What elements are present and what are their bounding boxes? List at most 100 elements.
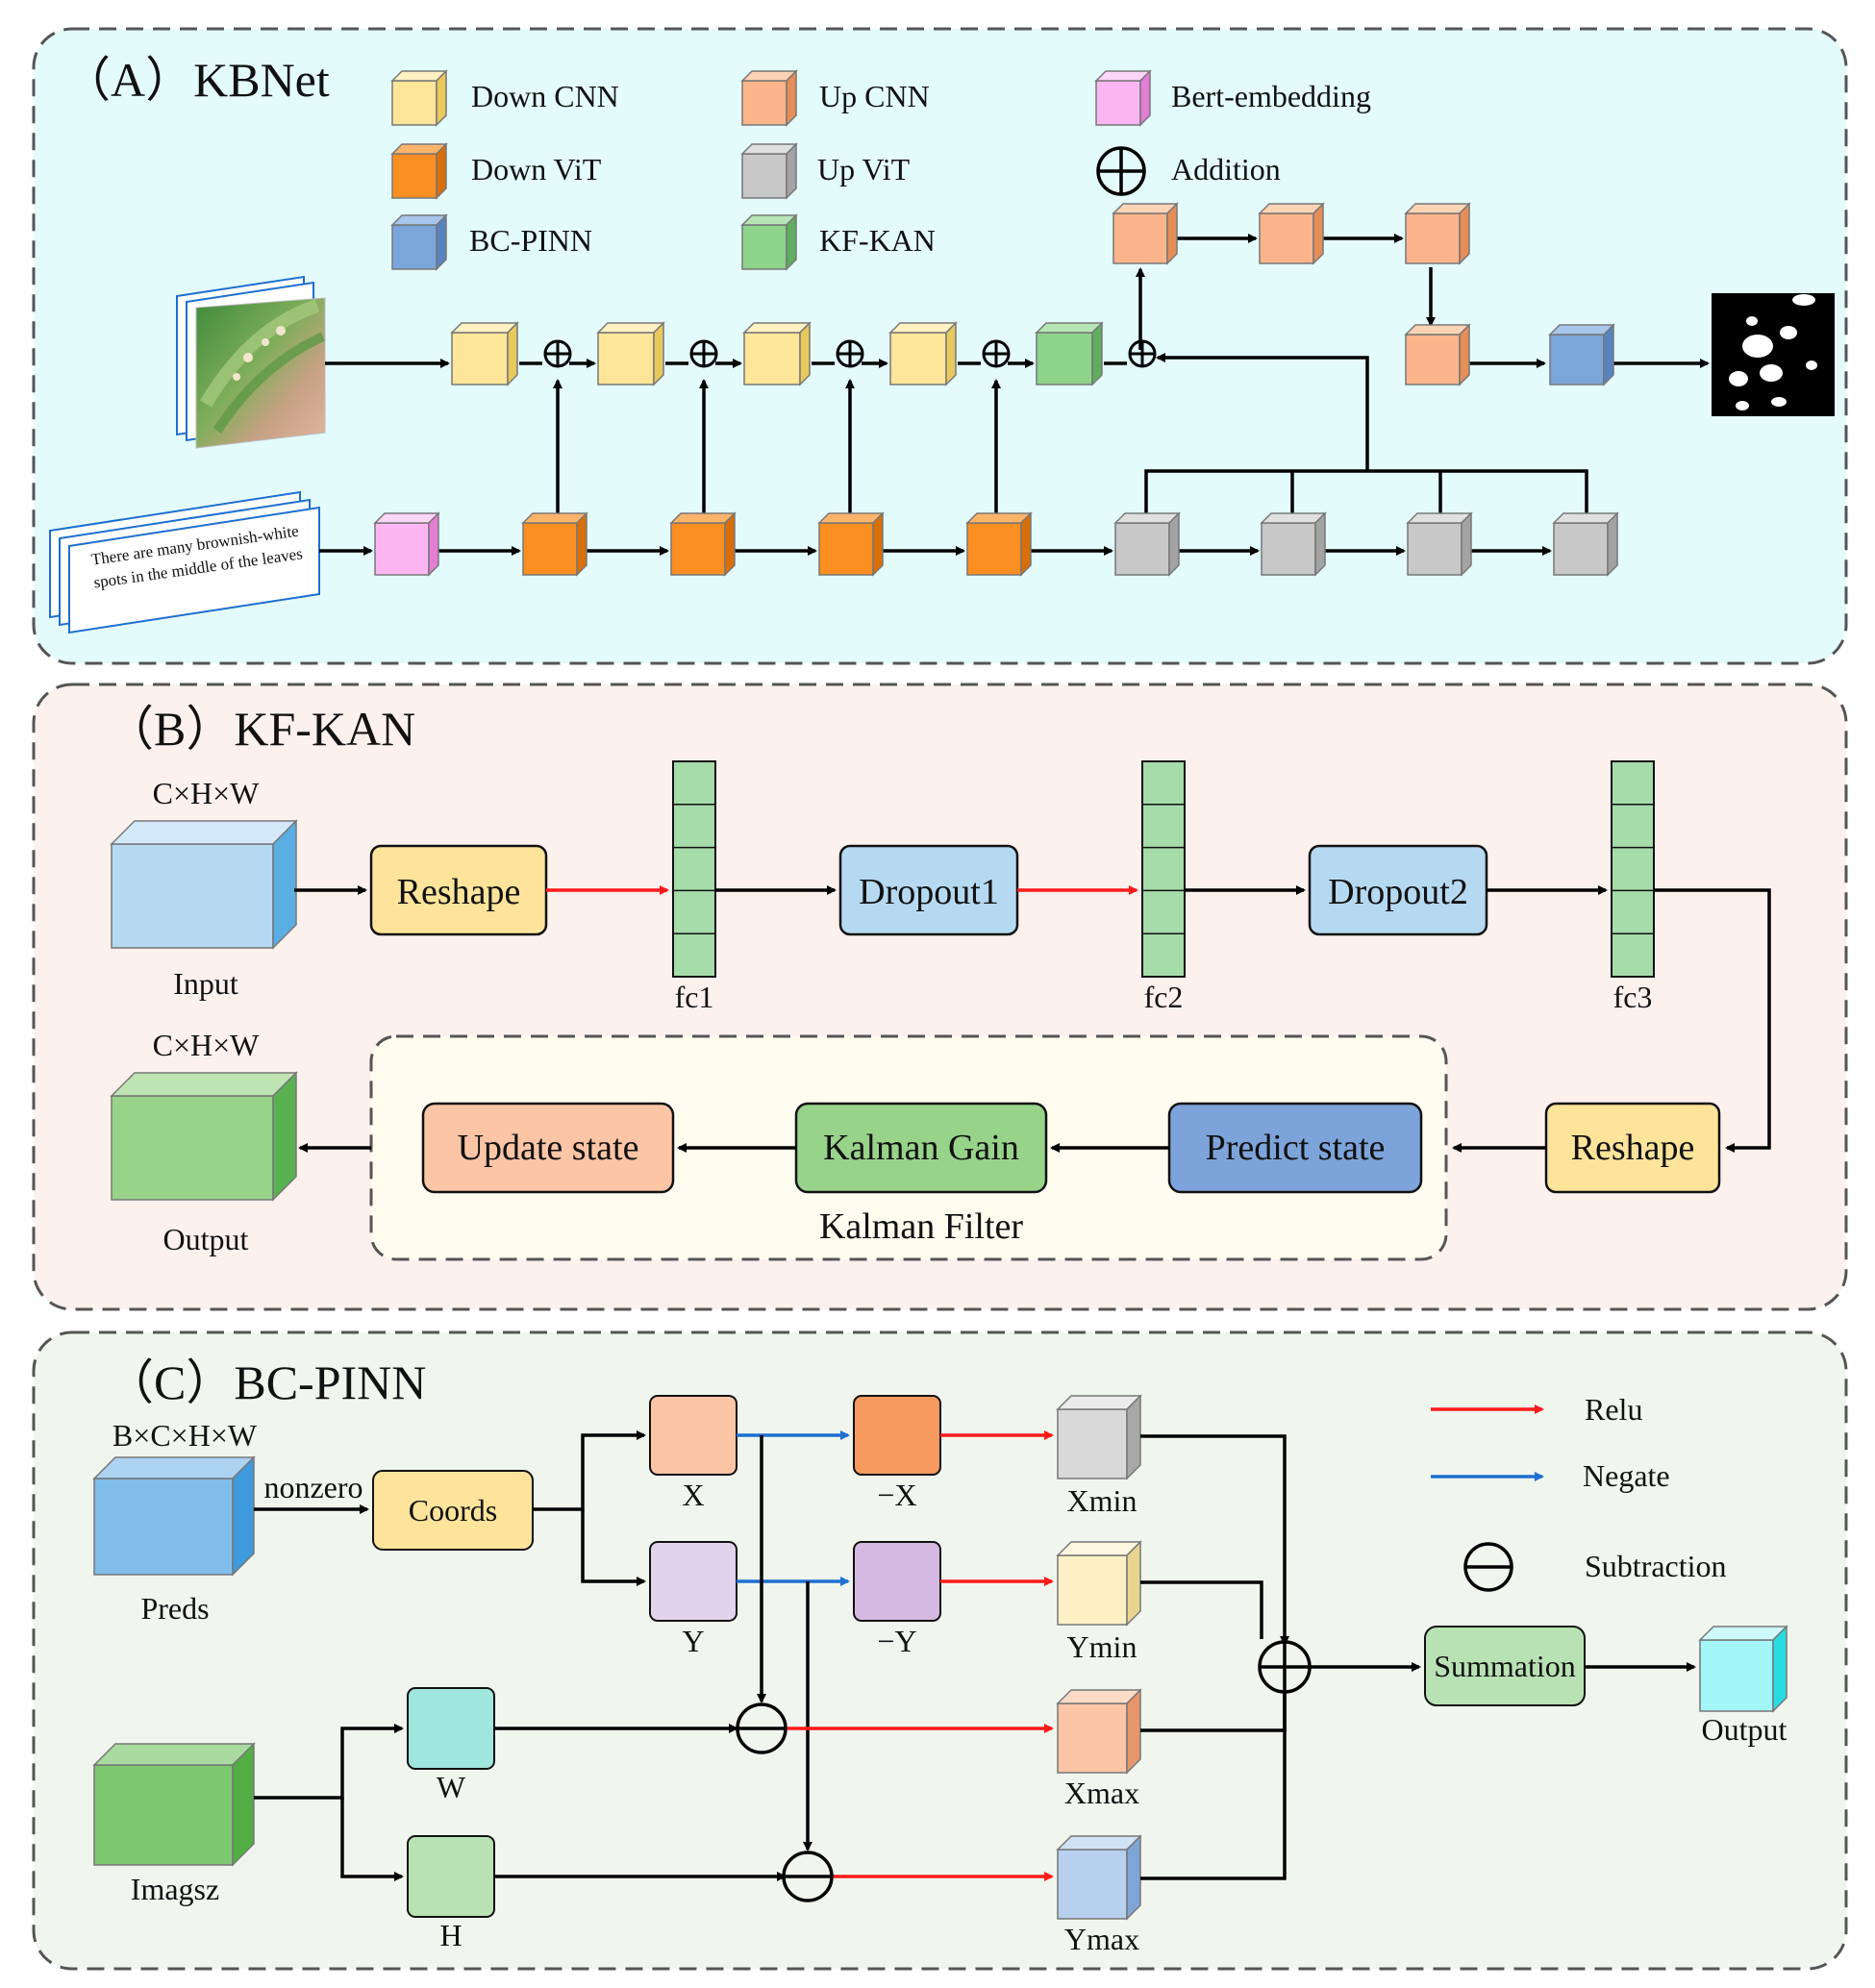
panel-b-title: （B）KF-KAN [106,702,415,756]
dropout1-box: Dropout1 [838,844,1019,936]
legend-relu: Relu [1431,1392,1642,1427]
legend-down-vit-swatch [390,142,448,200]
addition-node-2 [689,339,718,368]
legend-subtraction-symbol [1463,1542,1513,1592]
addition-node-3 [836,339,864,368]
output-label: Output [163,1222,249,1256]
output-dimension-label: C×H×W [153,1028,261,1062]
xmax-cube [1056,1688,1142,1775]
update-state-box-label: Update state [458,1128,639,1168]
x-label: X [682,1478,704,1512]
legend-subtraction: Subtraction [1463,1542,1727,1592]
legend-subtraction-label: Subtraction [1585,1549,1727,1583]
dropout1-box-label: Dropout1 [859,872,999,912]
legend-down-vit-label: Down ViT [471,152,602,186]
addition-node-5 [1128,339,1157,368]
panel-a-legend: Down CNN Up CNN Bert-embedding [390,69,1371,271]
up-vit-block-4 [1552,511,1619,577]
down-vit-block-4 [965,511,1033,577]
output-cube [110,1071,298,1202]
up-vit-block-3 [1406,511,1473,577]
output-cube-c [1698,1625,1788,1713]
w-label: W [437,1770,466,1804]
output-label-c: Output [1702,1712,1788,1747]
legend-bert-embedding-swatch [1094,69,1152,127]
legend-down-cnn-swatch [390,69,448,127]
legend-up-vit: Up ViT [740,142,911,200]
neg-y-label: −Y [877,1624,916,1658]
legend-up-vit-label: Up ViT [817,152,911,186]
panel-c-bc-pinn: （C）BC-PINN Relu Negate Subtraction B×C×H… [32,1330,1848,1971]
addition-node-c [1258,1640,1312,1694]
down-vit-block-3 [817,511,885,577]
subtraction-node-y [782,1851,834,1902]
addition-node-1 [543,339,572,368]
ymax-label: Ymax [1064,1922,1139,1956]
coords-box-label: Coords [409,1493,497,1528]
fc1-label: fc1 [675,980,714,1014]
legend-relu-label: Relu [1585,1392,1642,1427]
preds-cube [92,1455,256,1577]
w-box [407,1687,495,1770]
bert-embedding-block [373,511,440,577]
output-segmentation-mask [1712,293,1835,416]
up-cnn-block-4 [1404,323,1471,386]
legend-addition: Addition [1096,146,1281,196]
legend-bert-embedding-label: Bert-embedding [1171,79,1371,113]
panel-a-addition-nodes [543,339,1157,368]
up-vit-block-2 [1260,511,1327,577]
preds-dimension-label: B×C×H×W [112,1418,258,1453]
imagsz-cube [92,1742,256,1867]
input-cube [110,819,298,950]
preds-label: Preds [140,1591,209,1626]
legend-up-cnn: Up CNN [740,69,930,127]
predict-state-box-label: Predict state [1206,1128,1386,1168]
panel-a-cubes [373,202,1619,577]
legend-down-cnn: Down CNN [390,69,619,127]
imagsz-label: Imagsz [131,1872,219,1906]
subtraction-node-x [736,1702,788,1754]
neg-x-label: −X [877,1478,916,1512]
panel-c-connections [254,1430,1696,1881]
dropout2-box: Dropout2 [1308,844,1488,936]
up-cnn-block-1 [1112,202,1179,265]
legend-addition-label: Addition [1171,152,1281,186]
summation-box-label: Summation [1434,1649,1576,1683]
input-text-description: There are many brownish-white spots in t… [49,490,320,634]
legend-kf-kan-label: KF-KAN [819,223,936,258]
xmin-cube [1056,1394,1142,1480]
down-cnn-block-4 [888,321,958,386]
down-cnn-block-3 [742,321,812,386]
ymin-label: Ymin [1067,1629,1138,1664]
input-leaf-image [176,275,326,449]
ymin-cube [1056,1540,1142,1627]
kalman-filter-label: Kalman Filter [819,1206,1023,1247]
x-box [649,1395,738,1476]
fc1-layer [672,760,716,978]
legend-negate: Negate [1431,1458,1670,1493]
predict-state-box: Predict state [1167,1102,1423,1194]
legend-negate-label: Negate [1583,1458,1670,1493]
panel-a-title: （A）KBNet [62,53,330,107]
fc3-label: fc3 [1613,980,1653,1014]
up-cnn-block-2 [1258,202,1325,265]
input-label: Input [173,966,238,1001]
fc2-label: fc2 [1144,980,1184,1014]
legend-bc-pinn: BC-PINN [390,213,592,271]
xmax-label: Xmax [1064,1776,1139,1810]
panel-a-connections [319,234,1710,556]
bc-pinn-block [1548,323,1615,386]
kalman-gain-box: Kalman Gain [794,1102,1048,1194]
reshape-box-1: Reshape [369,844,548,936]
down-vit-block-2 [669,511,737,577]
legend-down-cnn-label: Down CNN [471,79,619,113]
kalman-gain-box-label: Kalman Gain [823,1128,1019,1168]
y-box [649,1541,738,1622]
summation-box: Summation [1424,1626,1586,1706]
down-cnn-block-2 [596,321,665,386]
down-vit-block-1 [521,511,588,577]
legend-bc-pinn-label: BC-PINN [469,223,592,258]
neg-x-box [853,1395,941,1476]
ymax-cube [1056,1834,1142,1921]
